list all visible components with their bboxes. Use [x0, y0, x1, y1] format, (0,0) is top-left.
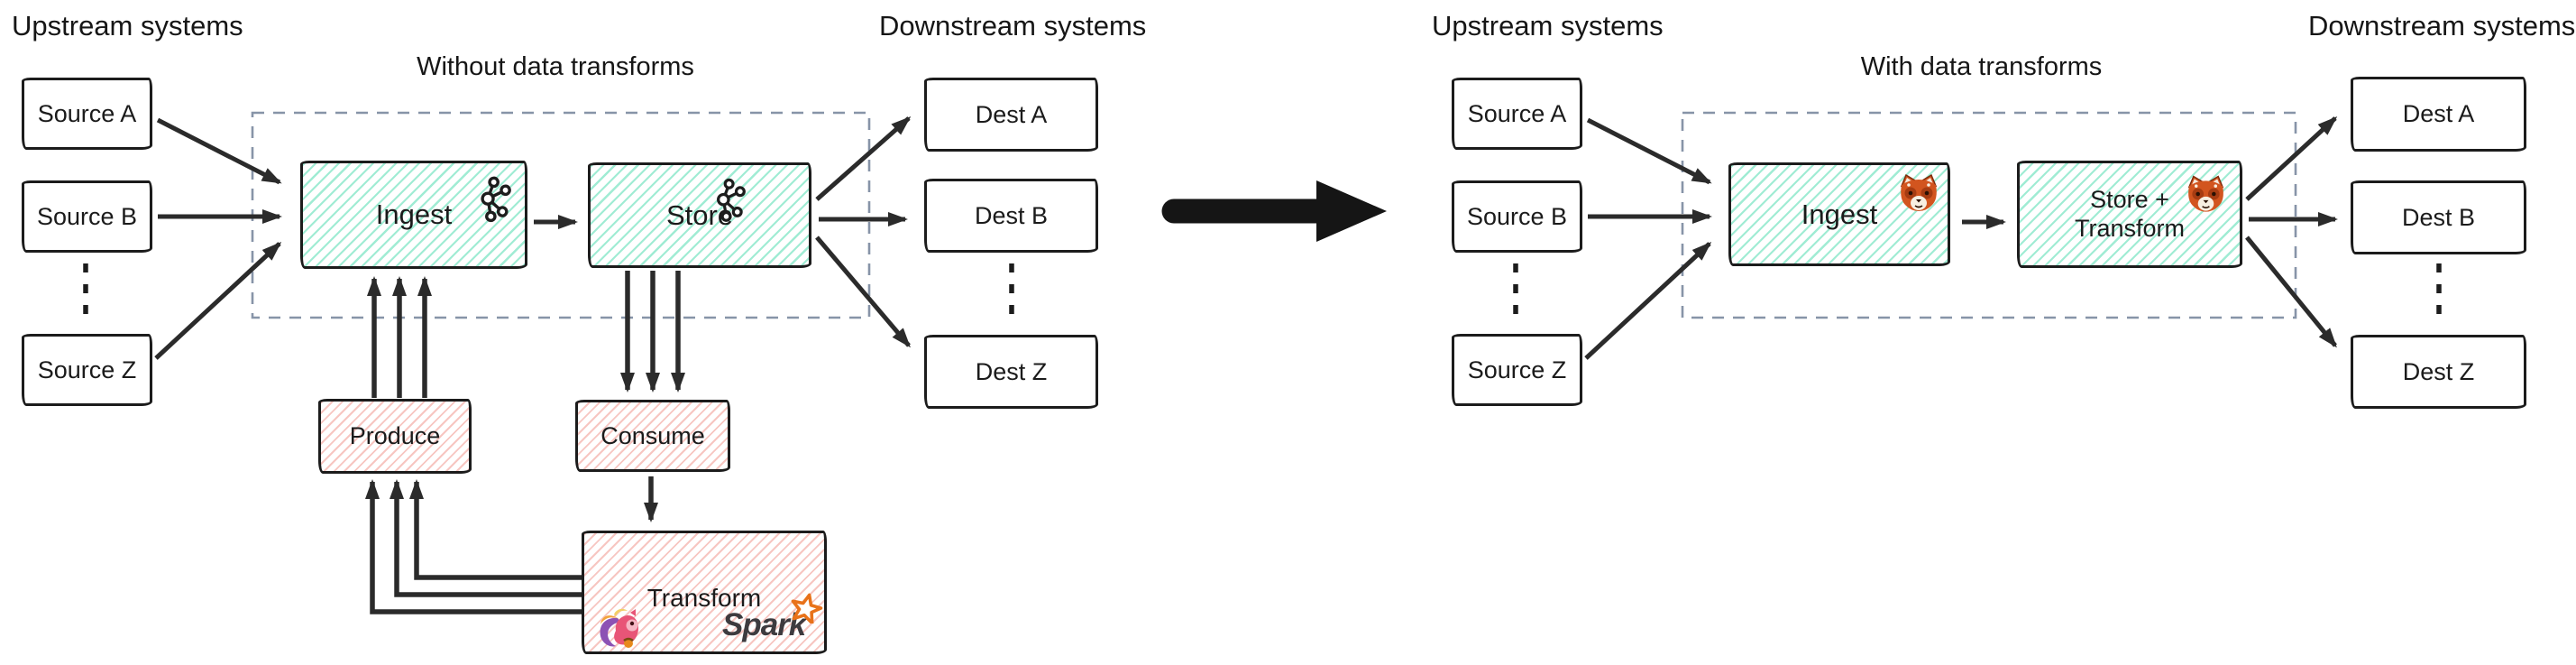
left-downstream-systems-label: Downstream systems — [879, 10, 1147, 42]
flink-squirrel-icon — [600, 608, 639, 648]
left-source-a-box: Source A — [22, 78, 152, 150]
store-transform-line2: Transform — [2074, 214, 2185, 242]
transform-box: Transform Spark — [582, 531, 827, 654]
right-source-z-box: Source Z — [1452, 334, 1582, 406]
left-dest-z-box: Dest Z — [924, 335, 1098, 409]
right-downstream-systems-label: Downstream systems — [2308, 10, 2576, 42]
left-source-z-label: Source Z — [37, 356, 137, 383]
redpanda-icon — [1900, 174, 1938, 211]
kafka-icon — [481, 176, 511, 223]
right-store-to-dest-arrows — [2245, 115, 2338, 348]
left-dest-b-box: Dest B — [924, 179, 1098, 253]
left-store-box: Store — [588, 162, 811, 268]
right-store-transform-label: Store + Transform — [2075, 186, 2185, 244]
right-source-to-ingest-arrows — [1584, 117, 1712, 360]
store-to-consume-arrows — [620, 271, 685, 393]
left-dest-a-label: Dest A — [975, 100, 1048, 128]
right-source-b-box: Source B — [1452, 180, 1582, 253]
right-source-b-label: Source B — [1466, 202, 1568, 230]
consume-label: Consume — [600, 421, 705, 449]
left-source-b-box: Source B — [22, 180, 152, 253]
right-diagram-title: With data transforms — [1860, 52, 2103, 81]
right-ingest-box: Ingest — [1728, 162, 1950, 266]
right-ingest-label: Ingest — [1801, 198, 1878, 230]
transform-to-produce-arrows — [365, 479, 582, 614]
big-right-arrow — [1161, 180, 1387, 242]
redpanda-icon — [2187, 175, 2224, 212]
right-dest-a-box: Dest A — [2351, 77, 2526, 152]
left-dest-b-label: Dest B — [974, 201, 1049, 229]
right-upstream-systems-label: Upstream systems — [1432, 10, 1664, 42]
right-store-transform-box: Store + Transform — [2017, 161, 2242, 268]
right-dest-a-label: Dest A — [2402, 100, 2475, 127]
left-dest-a-box: Dest A — [924, 78, 1098, 152]
consume-box: Consume — [575, 400, 730, 472]
produce-label: Produce — [349, 422, 441, 449]
right-dest-b-label: Dest B — [2401, 203, 2476, 231]
spark-wordmark: Spark — [722, 607, 806, 642]
ellipsis-separators — [83, 263, 2442, 325]
right-source-a-label: Source A — [1467, 99, 1567, 127]
left-upstream-systems-label: Upstream systems — [12, 10, 243, 42]
kafka-icon — [717, 178, 746, 222]
left-ingest-label: Ingest — [375, 199, 453, 230]
left-ingest-box: Ingest — [300, 161, 527, 269]
produce-to-ingest-arrows — [367, 276, 432, 398]
transform-label: Transform — [646, 584, 762, 612]
right-source-z-label: Source Z — [1467, 356, 1567, 383]
left-source-z-box: Source Z — [22, 334, 152, 406]
store-transform-line1: Store + — [2090, 185, 2169, 213]
left-store-to-dest-arrows — [815, 116, 912, 348]
right-source-a-box: Source A — [1452, 78, 1582, 150]
spark-logo: Spark — [722, 593, 823, 643]
right-dest-z-label: Dest Z — [2402, 357, 2475, 385]
left-diagram-title: Without data transforms — [417, 52, 694, 81]
right-dest-b-box: Dest B — [2351, 180, 2526, 254]
left-dest-z-label: Dest Z — [975, 357, 1048, 385]
left-source-b-label: Source B — [36, 202, 138, 230]
right-dest-z-box: Dest Z — [2351, 335, 2526, 409]
left-source-to-ingest-arrows — [154, 117, 282, 360]
left-source-a-label: Source A — [37, 99, 137, 127]
produce-box: Produce — [318, 399, 472, 474]
spark-star-icon — [791, 593, 823, 623]
